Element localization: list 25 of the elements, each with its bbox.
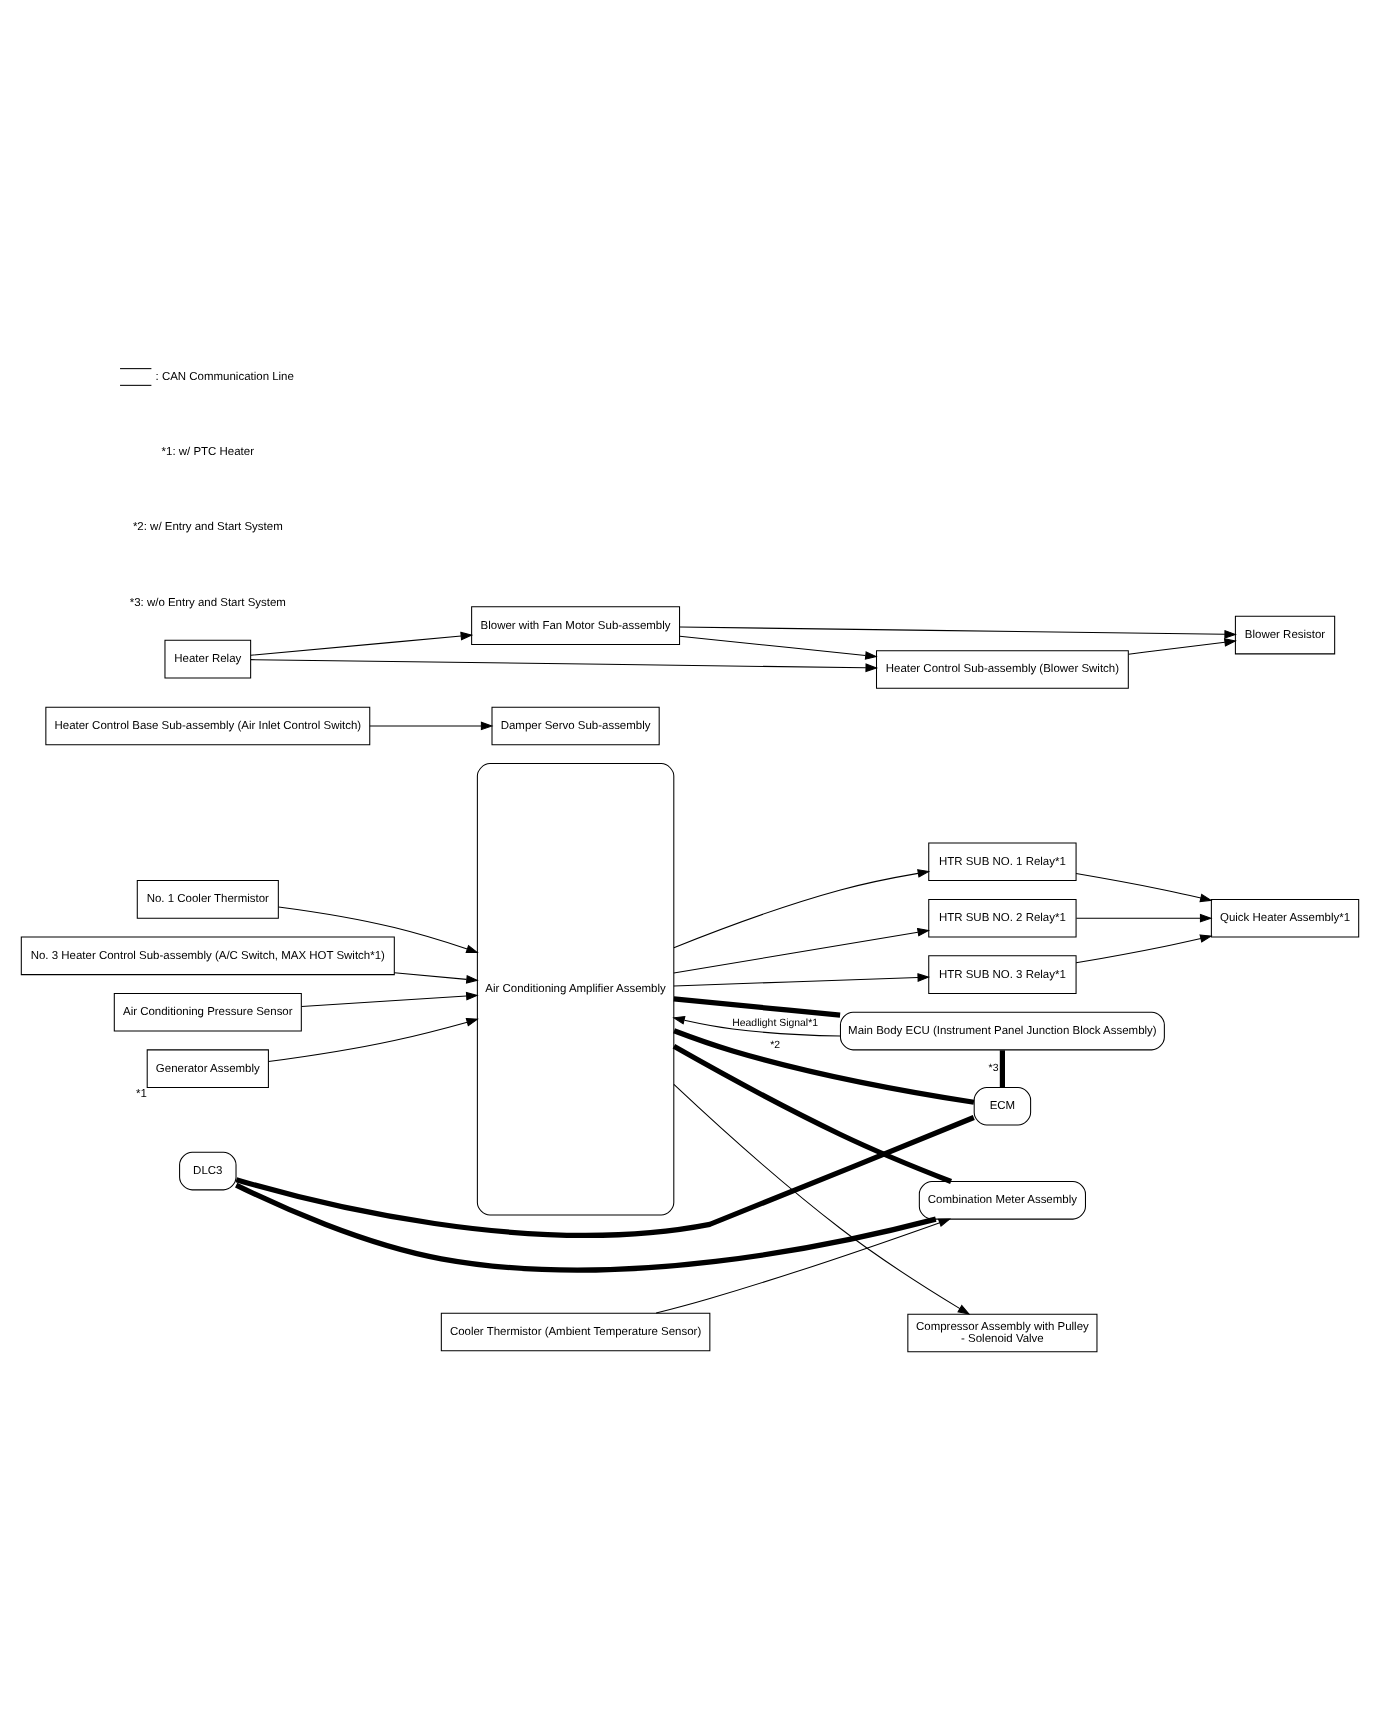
arrow bbox=[301, 991, 479, 1007]
connector bbox=[235, 1182, 937, 1273]
arrow bbox=[1075, 913, 1213, 923]
arrow bbox=[679, 635, 878, 660]
arrow bbox=[278, 906, 479, 954]
arrow bbox=[1075, 934, 1213, 964]
arrow bbox=[673, 1083, 971, 1315]
arrow bbox=[250, 659, 879, 673]
arrow bbox=[673, 973, 931, 987]
arrow bbox=[672, 1016, 841, 1037]
arrow bbox=[268, 1018, 479, 1063]
connector bbox=[673, 996, 841, 1018]
arrow bbox=[250, 631, 474, 656]
arrow bbox=[655, 1218, 952, 1314]
arrow bbox=[1075, 873, 1213, 903]
connector bbox=[672, 1044, 952, 1184]
arrow bbox=[369, 721, 494, 731]
connector bbox=[673, 1028, 975, 1105]
arrow bbox=[679, 626, 1237, 639]
arrow bbox=[1128, 638, 1237, 655]
arrow bbox=[673, 927, 930, 974]
connector bbox=[235, 1115, 975, 1238]
connector bbox=[999, 1050, 1005, 1088]
arrow bbox=[393, 972, 479, 984]
arrow bbox=[673, 869, 931, 949]
